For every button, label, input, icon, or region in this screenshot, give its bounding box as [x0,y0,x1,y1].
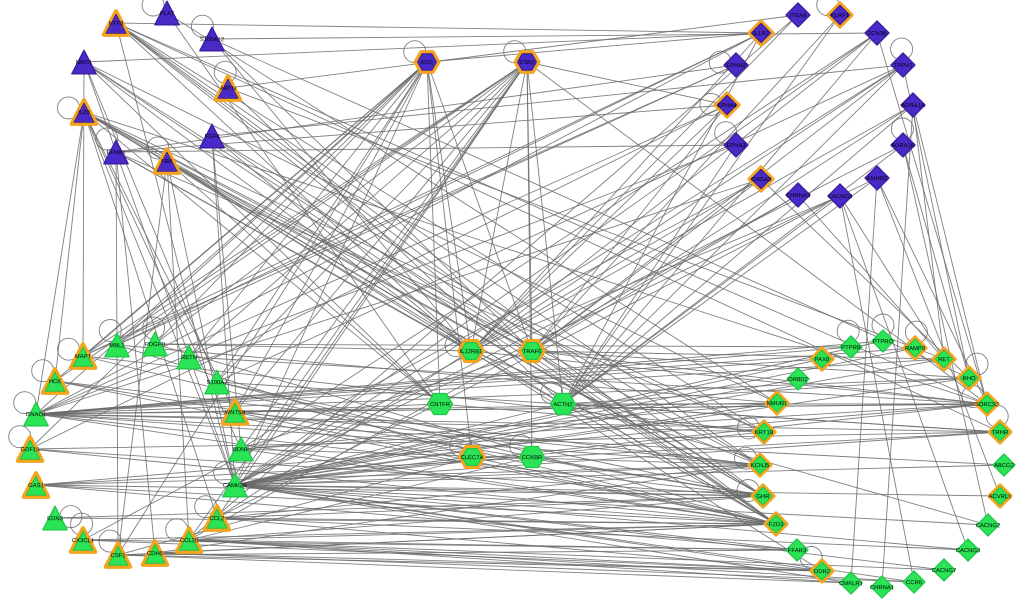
svg-text:RET: RET [938,357,950,363]
svg-text:KLRF1: KLRF1 [831,13,849,19]
svg-text:EPHA3: EPHA3 [726,143,746,149]
svg-text:CDH5: CDH5 [147,551,164,557]
svg-text:IL1R2: IL1R2 [753,31,769,37]
svg-text:GHR: GHR [756,494,769,500]
svg-text:MBL2: MBL2 [109,343,124,349]
svg-text:ADRA1A: ADRA1A [901,103,925,109]
svg-text:CNGA3: CNGA3 [751,177,772,183]
svg-text:EDN3: EDN3 [47,516,63,522]
svg-text:MAPT: MAPT [75,354,92,360]
svg-text:CACNG7: CACNG7 [932,568,957,574]
svg-text:BDNF: BDNF [233,447,249,453]
svg-text:NRG1: NRG1 [76,60,92,66]
svg-text:EPHA4: EPHA4 [717,103,737,109]
svg-text:WNT5B: WNT5B [225,410,246,416]
svg-text:CACNG3: CACNG3 [956,548,981,554]
svg-text:ESR2: ESR2 [519,60,534,66]
svg-text:CMKLR1: CMKLR1 [839,581,863,587]
svg-text:CCKBR: CCKBR [522,455,543,461]
svg-text:KRT18: KRT18 [755,430,774,436]
svg-text:CHRNA1: CHRNA1 [870,585,894,591]
svg-text:CHRNA3: CHRNA3 [786,193,811,199]
svg-text:TRAF6: TRAF6 [523,349,542,355]
svg-text:PDGFB: PDGFB [145,342,165,348]
svg-text:RETN: RETN [181,355,197,361]
svg-text:OR8D2: OR8D2 [788,377,808,383]
svg-text:ARTN: ARTN [220,86,236,92]
svg-text:FGF6: FGF6 [204,134,220,140]
svg-text:CCL2: CCL2 [209,516,224,522]
svg-text:PLAT: PLAT [160,11,175,17]
svg-text:AMHR2: AMHR2 [867,176,888,182]
svg-text:FFAR3: FFAR3 [788,548,807,554]
svg-text:PAX8: PAX8 [815,357,830,363]
svg-text:ABCG2: ABCG2 [994,463,1014,469]
svg-text:NTF3: NTF3 [109,21,124,27]
svg-text:ADRA1B: ADRA1B [891,143,915,149]
svg-text:SCN3B: SCN3B [867,31,887,37]
svg-text:S100A12: S100A12 [200,37,224,43]
svg-text:IRS1: IRS1 [420,60,433,66]
svg-text:DDR2: DDR2 [814,569,830,575]
svg-text:TRPV1: TRPV1 [893,63,912,69]
svg-text:CCR6: CCR6 [906,580,923,586]
svg-text:IL12RB1: IL12RB1 [460,349,483,355]
svg-text:CAMK2A: CAMK2A [223,483,247,489]
svg-text:CX3CL1: CX3CL1 [72,538,94,544]
svg-text:FZD3: FZD3 [769,522,784,528]
svg-text:CLEC7A: CLEC7A [461,455,484,461]
svg-text:S100A7: S100A7 [207,380,228,386]
svg-text:CSF1: CSF1 [110,553,125,559]
svg-text:TRHR: TRHR [992,430,1008,436]
svg-text:RAMP3: RAMP3 [905,346,926,352]
svg-text:KCNJ5: KCNJ5 [751,463,770,469]
svg-text:HCK: HCK [49,379,62,385]
svg-text:GDF15: GDF15 [20,447,40,453]
svg-text:ITGA8: ITGA8 [789,13,807,19]
svg-text:CACNG2: CACNG2 [976,523,1001,529]
svg-text:EPHA8: EPHA8 [726,63,746,69]
svg-text:FRK: FRK [161,159,173,165]
svg-text:PTPRO: PTPRO [873,339,894,345]
svg-text:GNAO1: GNAO1 [26,412,47,418]
svg-text:ACTN2: ACTN2 [553,402,572,408]
svg-text:EFNB1: EFNB1 [106,150,125,156]
svg-text:CNTFR: CNTFR [430,402,450,408]
svg-text:ACVRL1: ACVRL1 [989,494,1012,500]
svg-text:RHO: RHO [962,376,976,382]
svg-text:NMUR1: NMUR1 [767,401,788,407]
svg-text:GAS1: GAS1 [28,483,44,489]
svg-text:IL20: IL20 [78,110,90,116]
svg-text:SORCS2: SORCS2 [975,402,999,408]
svg-text:CACNG5: CACNG5 [828,194,853,200]
svg-text:CCL20: CCL20 [180,538,199,544]
svg-text:PTPRB: PTPRB [841,345,861,351]
